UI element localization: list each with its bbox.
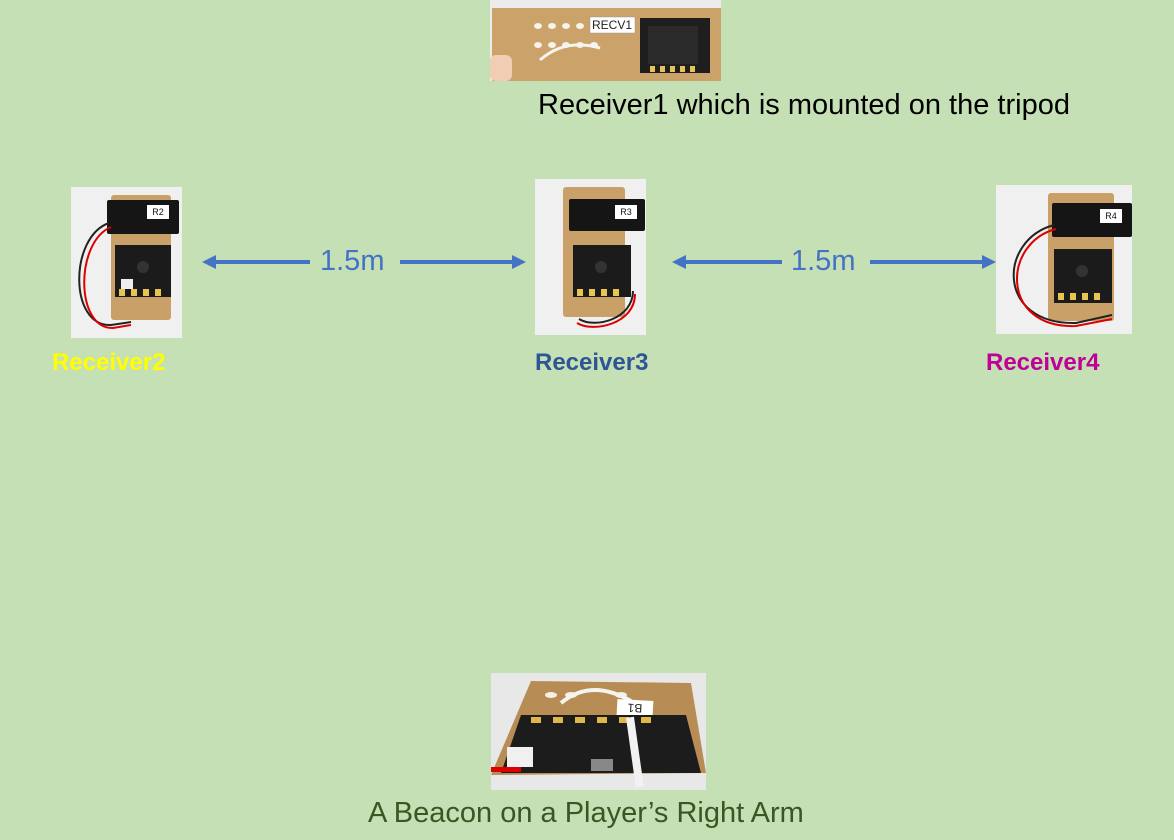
beacon-tag: B1 xyxy=(627,701,643,716)
receiver2-tag: R2 xyxy=(152,207,164,217)
distance-label-right: 1.5m xyxy=(791,245,856,277)
receiver3-tag: R3 xyxy=(620,207,632,217)
receiver4-label: Receiver4 xyxy=(986,349,1100,376)
receiver2-photo: R2 xyxy=(71,187,182,338)
arrow-right xyxy=(672,255,996,269)
arrow-left xyxy=(202,255,526,269)
receiver4-photo: R4 xyxy=(996,185,1132,334)
top-caption: Receiver1 which is mounted on the tripod xyxy=(538,89,1070,121)
beacon-photo: B1 xyxy=(491,673,706,790)
receiver2-label: Receiver2 xyxy=(52,349,166,376)
receiver1-tag: RECV1 xyxy=(592,18,632,32)
receiver3-label: Receiver3 xyxy=(535,349,649,376)
receiver4-tag: R4 xyxy=(1105,211,1117,221)
distance-label-left: 1.5m xyxy=(320,245,385,277)
receiver1-photo: RECV1 xyxy=(490,0,721,81)
receiver3-photo: R3 xyxy=(535,179,646,335)
bottom-caption: A Beacon on a Player’s Right Arm xyxy=(368,797,804,829)
